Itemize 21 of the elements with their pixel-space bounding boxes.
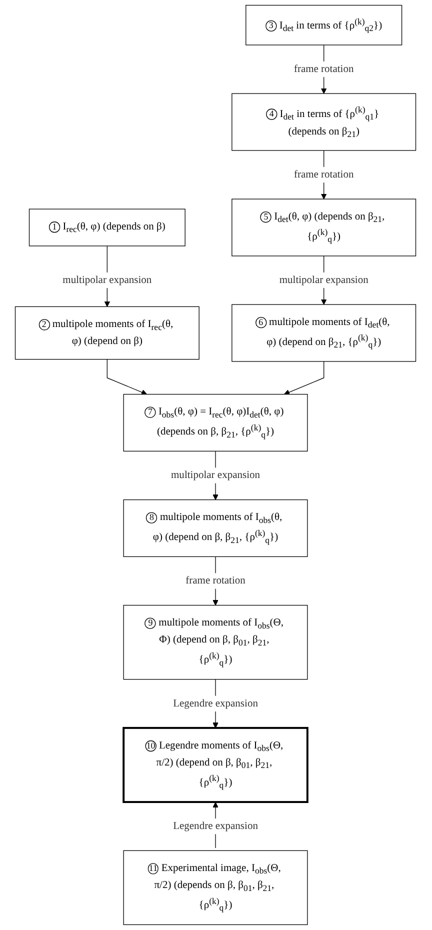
arrow <box>107 358 148 395</box>
edge-label: multipolar expansion <box>63 274 152 286</box>
node-box: 1 I$_{rec}$(θ, φ) (depends on β) <box>29 208 186 246</box>
node-box: 10 Legendre moments of I$_{obs}$(Θ, π/2) (depend on β, β$_{01}$, β$_{21}$, {ρ$^{(k)}$$_{q}$}) <box>123 726 309 803</box>
edge-label: Legendre expansion <box>174 698 258 709</box>
edge-label: frame rotation <box>294 168 354 180</box>
node-box: 9 multipole moments of I$_{obs}$(Θ, Φ) (depend on β, β$_{01}$, β$_{21}$, {ρ$^{(k)}$$_{q}$}) <box>124 604 308 680</box>
arrow <box>284 361 325 395</box>
node-box: 3 I$_{det}$ in terms of {ρ$^{(k)}$$_{q2}$}) <box>246 4 403 46</box>
node-box: 11 Experimental image, I$_{obs}$(Θ, π/2) (depends on β, β$_{01}$, β$_{21}$, {ρ$^{(k)}$$_{q}$}) <box>124 850 308 926</box>
edge-label: multipolar expansion <box>280 274 369 286</box>
node-box: 8 multipole moments of I$_{obs}$(θ, φ) (depend on β, β$_{21}$, {ρ$^{(k)}$$_{q}$}) <box>124 499 308 557</box>
edge-label: multipolar expansion <box>172 470 260 481</box>
node-box: 7 I$_{obs}$(θ, φ) = I$_{rec}$(θ, φ)I$_{det}$(θ, φ) (depends on β, β$_{21}$, {ρ$^{(k)}$$_{q}$}) <box>124 394 308 452</box>
edge-label: Legendre expansion <box>174 820 258 832</box>
node-box: 6 multipole moments of I$_{det}$(θ, φ) (depend on β$_{21}$, {ρ$^{(k)}$$_{q}$}) <box>232 304 417 362</box>
node-box: 5 I$_{det}$(θ, φ) (depends on β$_{21}$, {ρ$^{(k)}$$_{q}$}) <box>232 198 417 256</box>
edge-label: frame rotation <box>186 575 246 586</box>
edge-label: frame rotation <box>294 63 354 75</box>
node-box: 4 I$_{det}$ in terms of {ρ$^{(k)}$$_{q1}$} (depends on β$_{21}$) <box>232 93 417 151</box>
node-box: 2 multipole moments of I$_{rec}$(θ, φ) (depend on β) <box>15 306 200 360</box>
